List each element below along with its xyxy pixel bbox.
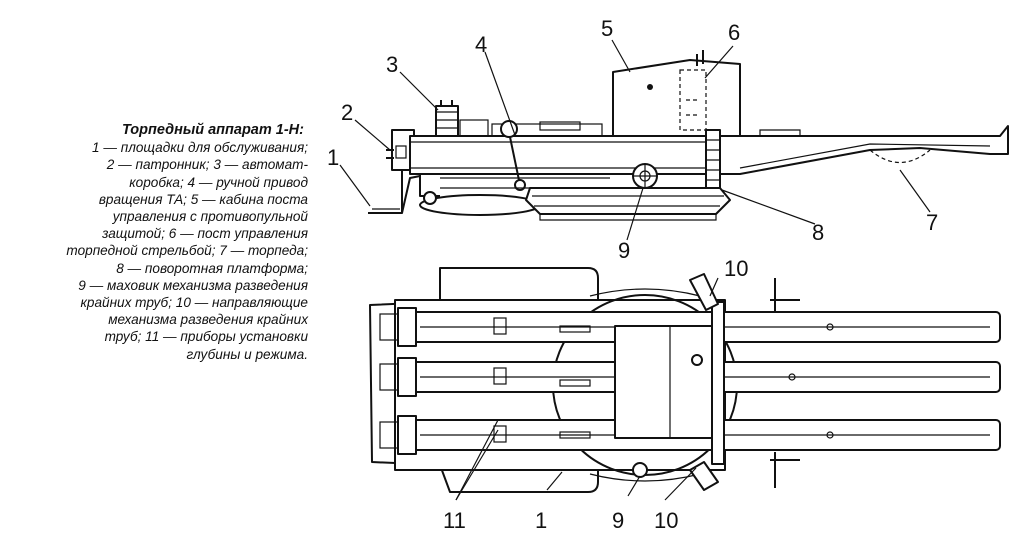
caption-line: 2 — патронник; 3 — автомат- <box>106 157 308 173</box>
caption-line: глубины и режима. <box>186 346 308 362</box>
callout-1-side: 1 <box>327 145 339 170</box>
cabin-roof <box>614 325 716 439</box>
caption-line: механизма разведения крайних <box>108 312 308 328</box>
callout-10-bottom: 10 <box>654 508 678 533</box>
control-cabin <box>612 50 741 137</box>
caption-line: вращения ТА; 5 — кабина поста <box>98 191 308 207</box>
caption-line: торпедной стрельбой; 7 — торпеда; <box>66 243 308 259</box>
callout-7: 7 <box>926 210 938 235</box>
callout-10-top: 10 <box>724 256 748 281</box>
caption-title: Торпедный аппарат 1-Н: <box>122 122 304 138</box>
callout-1-top: 1 <box>535 508 547 533</box>
callout-3: 3 <box>386 52 398 77</box>
callout-4: 4 <box>475 32 487 57</box>
callout-2: 2 <box>341 100 353 125</box>
service-platform-side <box>368 168 421 214</box>
callout-8: 8 <box>812 220 824 245</box>
depth-setting-devices <box>493 317 591 443</box>
callout-9-top: 9 <box>612 508 624 533</box>
guide-lower <box>689 461 719 491</box>
callout-5: 5 <box>601 16 613 41</box>
torpedo-tube-body <box>409 119 711 175</box>
caption-line: защитой; 6 — пост управления <box>102 226 308 242</box>
hinge-block <box>705 129 721 189</box>
handwheel-side <box>632 163 658 189</box>
lower-mechanism <box>419 174 610 216</box>
caption-line: труб; 11 — приборы установки <box>104 329 308 345</box>
rotating-platform <box>525 187 731 221</box>
hinge-rails <box>711 301 725 465</box>
handwheel-top <box>632 462 648 478</box>
tube-tail <box>719 125 1009 175</box>
top-view <box>369 267 1001 493</box>
automat-box <box>435 100 459 137</box>
callouts: 1 2 3 4 5 6 7 8 9 10 10 11 1 9 <box>327 16 938 533</box>
caption-line: 8 — поворотная платформа; <box>116 260 308 276</box>
caption-line: 1 — площадки для обслуживания; <box>92 140 308 156</box>
callout-6: 6 <box>728 20 740 45</box>
caption-line: управления с противопульной <box>112 209 308 225</box>
caption-line: коробка; 4 — ручной привод <box>129 174 308 190</box>
breech-ends <box>379 307 417 455</box>
leader-lines <box>339 39 931 501</box>
guide-upper <box>689 273 719 311</box>
tail-brackets <box>770 278 800 488</box>
callout-9-side: 9 <box>618 238 630 263</box>
side-view <box>368 50 1009 221</box>
caption-line: крайних труб; 10 — направляющие <box>80 295 308 311</box>
figure-caption: Торпедный аппарат 1-Н: 1 — площадки для … <box>0 122 308 363</box>
caption-line: 9 — маховик механизма разведения <box>78 277 308 293</box>
callout-11: 11 <box>443 508 466 533</box>
